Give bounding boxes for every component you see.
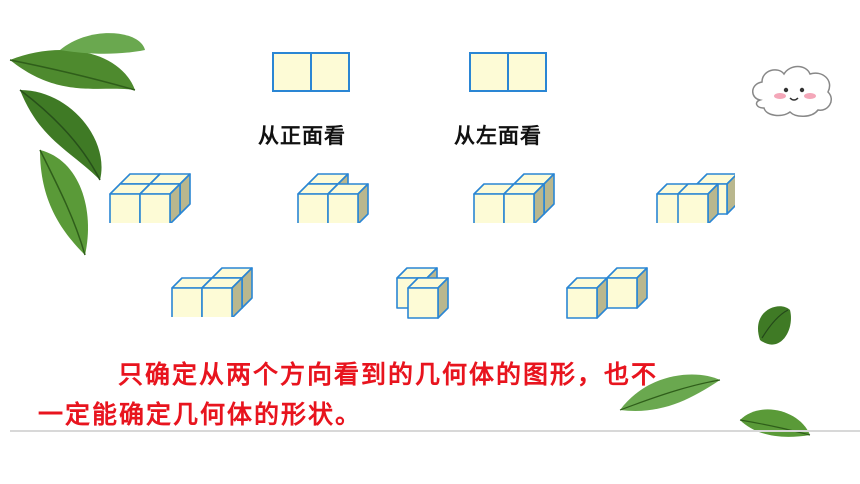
cube-face [327,193,359,223]
cube-face [566,287,598,319]
divider [10,430,860,432]
conclusion-line-2: 一定能确定几何体的形状。 [38,400,363,429]
left-view-figure [469,52,547,92]
solid-7 [566,267,648,319]
cube-face [473,193,505,223]
cube-face [297,193,329,223]
cube-face [109,193,141,223]
solid-1 [109,173,191,223]
solid-6 [396,267,449,319]
cube-face [139,193,171,223]
cube-face [171,287,203,317]
cloud-face-icon [752,65,832,117]
cube-face [201,287,233,317]
cube-face [606,277,638,309]
solid-4 [656,173,735,223]
cube-face [503,193,535,223]
solid-3 [473,173,555,223]
leaf-decoration [619,306,811,437]
left-view-label: 从左面看 [454,123,542,148]
leaf-decoration [9,33,145,256]
solid-2 [297,173,369,223]
solid-5 [171,267,253,317]
front-view-figure [272,52,350,92]
cube-face [677,193,709,223]
conclusion-line-1: 只确定从两个方向看到的几何体的图形，也不 [118,360,659,389]
front-view-label: 从正面看 [258,123,346,148]
cube-face [407,287,439,319]
